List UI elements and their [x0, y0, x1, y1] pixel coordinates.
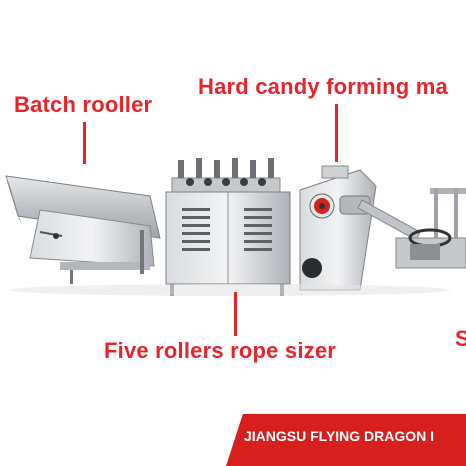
hard-candy-pointer [335, 104, 338, 162]
batch-roller-pointer [83, 122, 86, 164]
conveyor-machine [395, 188, 466, 269]
hard-candy-label: Hard candy forming ma [198, 74, 448, 99]
candy-forming-machine [299, 165, 421, 291]
rope-sizer-machine [165, 158, 291, 296]
footer-company-name: JIANGSU FLYING DRAGON I [244, 428, 435, 444]
batch-roller-label: Batch rooller [14, 92, 153, 117]
rope-sizer-pointer [234, 292, 237, 336]
rope-sizer-label: Five rollers rope sizer [104, 338, 337, 363]
partial-label: S [455, 326, 466, 351]
batch-roller-machine [5, 175, 161, 284]
